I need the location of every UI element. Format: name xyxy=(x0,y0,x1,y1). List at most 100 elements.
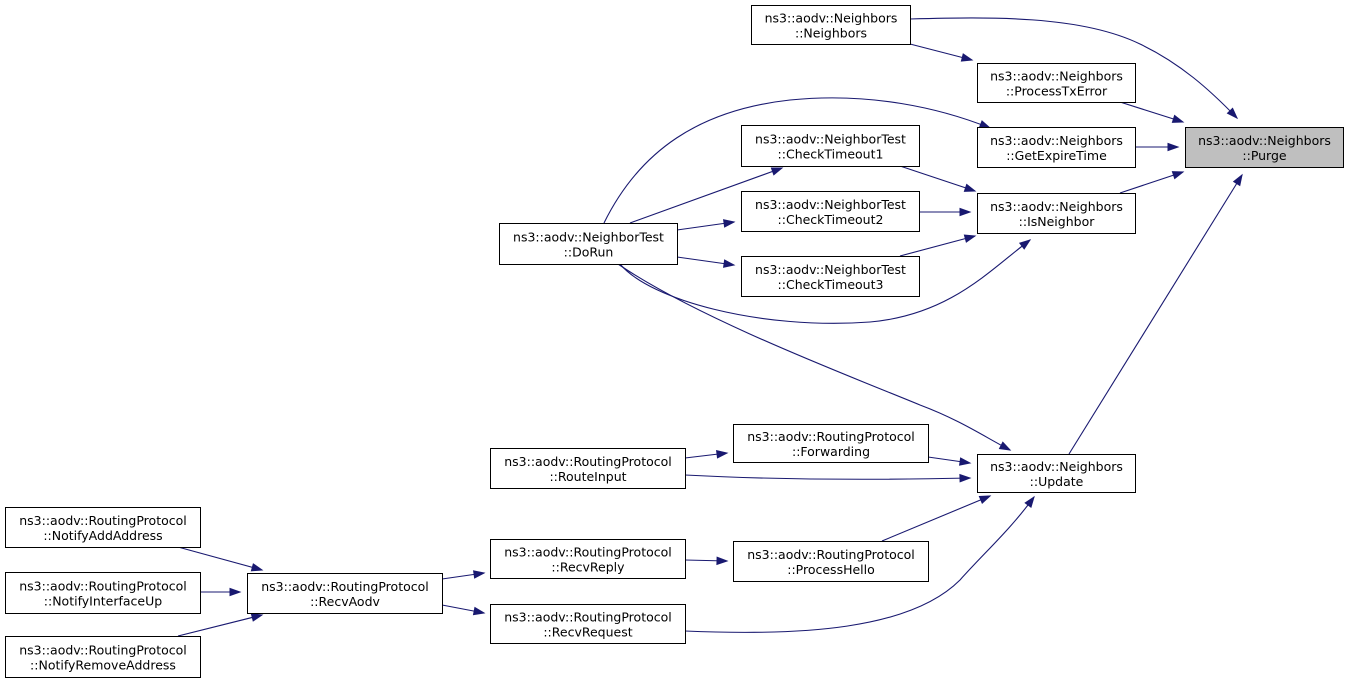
edge-checktimeout3-to-isneighbor xyxy=(899,234,977,257)
arrowhead-icon xyxy=(250,563,264,572)
node-box xyxy=(741,125,920,167)
edge-recvaodv-to-recvrequest xyxy=(441,604,486,616)
edge-line xyxy=(177,614,263,637)
node-box xyxy=(733,541,929,582)
node-label-line1: ns3::aodv::RoutingProtocol xyxy=(747,547,915,562)
node-label-line1: ns3::aodv::Neighbors xyxy=(990,459,1123,474)
node-box xyxy=(977,127,1136,168)
edge-line xyxy=(1119,101,1184,123)
arrowhead-icon xyxy=(723,259,736,268)
arrowhead-icon xyxy=(1171,114,1185,123)
edge-dorun-to-checktimeout1 xyxy=(629,167,784,224)
node-label-line1: ns3::aodv::RoutingProtocol xyxy=(747,429,915,444)
node-label-line1: ns3::aodv::Neighbors xyxy=(765,11,898,26)
edge-processhello-to-update xyxy=(881,495,992,542)
node-box xyxy=(490,539,686,579)
edge-notifyaddaddress-to-recvaodv xyxy=(177,546,264,572)
arrowhead-icon xyxy=(978,120,992,129)
arrowhead-icon xyxy=(1232,173,1243,187)
edge-recvaodv-to-recvreply xyxy=(441,570,486,580)
node-box xyxy=(741,191,920,232)
edge-line xyxy=(909,43,973,61)
node-checktimeout3[interactable]: ns3::aodv::NeighborTest::CheckTimeout3 xyxy=(741,256,920,297)
edge-dorun-to-checktimeout3 xyxy=(676,256,736,268)
arrowhead-icon xyxy=(716,449,729,459)
arrowhead-icon xyxy=(229,587,242,597)
node-processtxerror[interactable]: ns3::aodv::Neighbors::ProcessTxError xyxy=(977,63,1136,103)
arrowhead-icon xyxy=(1024,495,1035,509)
edge-isneighbor-to-purge xyxy=(1119,171,1185,194)
node-notifyinterfaceup[interactable]: ns3::aodv::RoutingProtocol::NotifyInterf… xyxy=(5,572,201,614)
edge-recvrequest-to-update xyxy=(684,495,1035,633)
edge-getexpiretime-to-purge xyxy=(1135,142,1180,152)
edge-line xyxy=(177,546,263,571)
node-getexpiretime[interactable]: ns3::aodv::Neighbors::GetExpireTime xyxy=(977,127,1136,168)
node-label-line2: ::NotifyRemoveAddress xyxy=(30,658,176,673)
arrowhead-icon xyxy=(959,207,972,217)
node-checktimeout2[interactable]: ns3::aodv::NeighborTest::CheckTimeout2 xyxy=(741,191,920,232)
node-label-line1: ns3::aodv::RoutingProtocol xyxy=(504,454,672,469)
edge-recvreply-to-processhello xyxy=(684,556,729,566)
node-label-line2: ::IsNeighbor xyxy=(1019,214,1096,229)
node-label-line1: ns3::aodv::Neighbors xyxy=(1198,133,1331,148)
node-label-line1: ns3::aodv::NeighborTest xyxy=(755,262,906,277)
node-routeinput[interactable]: ns3::aodv::RoutingProtocol::RouteInput xyxy=(490,448,686,489)
node-checktimeout1[interactable]: ns3::aodv::NeighborTest::CheckTimeout1 xyxy=(741,125,920,167)
arrowhead-icon xyxy=(963,183,977,192)
node-label-line1: ns3::aodv::NeighborTest xyxy=(755,197,906,212)
node-label-line2: ::RouteInput xyxy=(549,469,626,484)
node-label-line1: ns3::aodv::RoutingProtocol xyxy=(19,579,187,594)
edge-checktimeout1-to-isneighbor xyxy=(899,165,977,192)
node-box xyxy=(490,604,686,644)
node-label-line1: ns3::aodv::Neighbors xyxy=(990,69,1123,84)
node-purge[interactable]: ns3::aodv::Neighbors::Purge xyxy=(1185,127,1344,168)
node-label-line1: ns3::aodv::RoutingProtocol xyxy=(19,513,187,528)
arrowhead-icon xyxy=(978,495,992,505)
node-processhello[interactable]: ns3::aodv::RoutingProtocol::ProcessHello xyxy=(733,541,929,582)
arrowhead-icon xyxy=(250,613,264,622)
arrowhead-icon xyxy=(770,167,784,176)
node-box xyxy=(733,424,929,463)
node-box xyxy=(490,448,686,489)
node-label-line1: ns3::aodv::RoutingProtocol xyxy=(504,610,672,625)
edge-neighbors_ctor-to-purge xyxy=(909,17,1239,120)
edge-line xyxy=(899,235,976,257)
node-label-line2: ::CheckTimeout3 xyxy=(778,277,884,292)
node-notifyremoveaddress[interactable]: ns3::aodv::RoutingProtocol::NotifyRemove… xyxy=(5,636,201,678)
node-update[interactable]: ns3::aodv::Neighbors::Update xyxy=(977,454,1136,493)
node-forwarding[interactable]: ns3::aodv::RoutingProtocol::Forwarding xyxy=(733,424,929,463)
arrowhead-icon xyxy=(723,219,736,228)
node-neighbors_ctor[interactable]: ns3::aodv::Neighbors::Neighbors xyxy=(751,5,911,45)
edge-neighbors_ctor-to-processtxerror xyxy=(909,43,974,62)
node-label-line1: ns3::aodv::RoutingProtocol xyxy=(504,545,672,560)
arrowhead-icon xyxy=(472,606,486,616)
edge-line xyxy=(684,496,1035,633)
edge-line xyxy=(684,474,971,480)
edge-line xyxy=(619,239,1031,324)
node-recvreply[interactable]: ns3::aodv::RoutingProtocol::RecvReply xyxy=(490,539,686,579)
node-notifyaddaddress[interactable]: ns3::aodv::RoutingProtocol::NotifyAddAdd… xyxy=(5,507,201,548)
node-label-line2: ::CheckTimeout2 xyxy=(778,212,884,227)
edge-update-to-purge xyxy=(1068,173,1243,455)
edge-routeinput-to-update xyxy=(684,473,972,483)
node-dorun[interactable]: ns3::aodv::NeighborTest::DoRun xyxy=(499,223,678,265)
node-recvaodv[interactable]: ns3::aodv::RoutingProtocol::RecvAodv xyxy=(247,573,443,614)
node-box xyxy=(247,573,443,614)
node-isneighbor[interactable]: ns3::aodv::Neighbors::IsNeighbor xyxy=(977,193,1136,234)
edge-processtxerror-to-purge xyxy=(1119,101,1185,123)
node-label-line2: ::DoRun xyxy=(564,245,614,260)
node-box xyxy=(5,636,201,678)
node-recvrequest[interactable]: ns3::aodv::RoutingProtocol::RecvRequest xyxy=(490,604,686,644)
node-label-line1: ns3::aodv::Neighbors xyxy=(990,133,1123,148)
edge-notifyinterfaceup-to-recvaodv xyxy=(200,587,242,597)
node-label-line2: ::RecvAodv xyxy=(310,594,380,609)
nodes-layer: ns3::aodv::Neighbors::Purgens3::aodv::Ne… xyxy=(5,5,1344,678)
edge-dorun-to-checktimeout2 xyxy=(676,219,736,231)
node-label-line2: ::CheckTimeout1 xyxy=(778,147,884,162)
edge-dorun-to-isneighbor xyxy=(619,239,1032,324)
node-label-line1: ns3::aodv::RoutingProtocol xyxy=(19,643,187,658)
node-label-line1: ns3::aodv::Neighbors xyxy=(990,199,1123,214)
edge-checktimeout2-to-isneighbor xyxy=(919,207,972,217)
arrowhead-icon xyxy=(959,473,972,483)
